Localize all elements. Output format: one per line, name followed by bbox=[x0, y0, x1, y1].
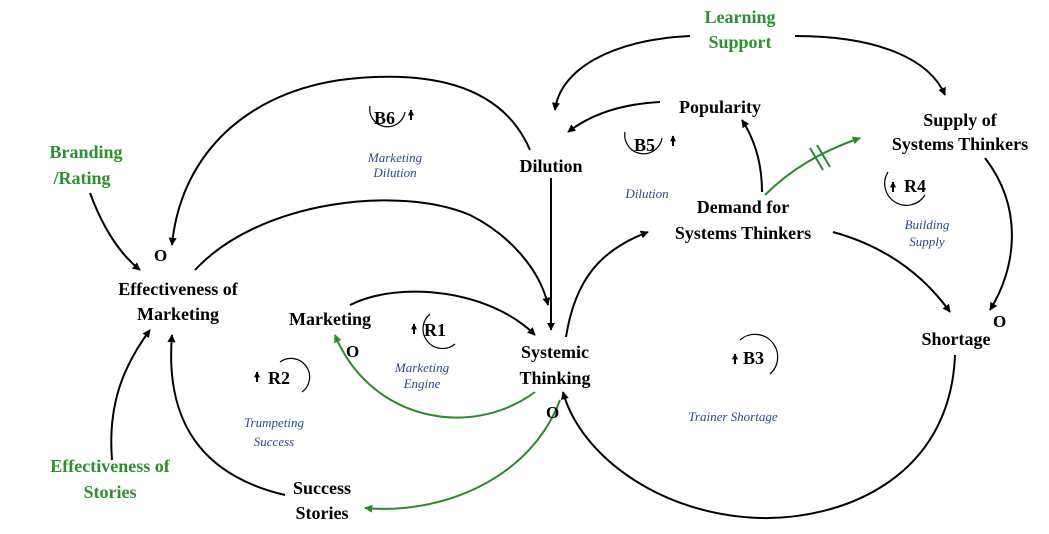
links bbox=[89, 35, 1013, 520]
loop-r1-name-1: Marketing bbox=[394, 360, 450, 375]
node-effectiveness-stories-line-1: Effectiveness of bbox=[50, 456, 170, 476]
loop-b3-id: B3 bbox=[743, 348, 764, 368]
link-supply-to-shortage bbox=[984, 157, 1013, 311]
loop-b6-name-1: Marketing bbox=[367, 150, 423, 165]
loop-b6-name-2: Dilution bbox=[372, 165, 416, 180]
link-marketing-to-systemic-thinking bbox=[349, 290, 536, 336]
loop-r2-name-1: Trumpeting bbox=[244, 415, 304, 430]
node-learning-support-line-1: Learning bbox=[704, 7, 775, 27]
node-marketing-line-1: Marketing bbox=[289, 309, 371, 329]
node-dilution-line-1: Dilution bbox=[519, 156, 582, 176]
link-success-stories-to-effectiveness-marketing bbox=[167, 334, 286, 496]
node-systemic-thinking-line-2: Thinking bbox=[519, 368, 590, 388]
link-systemic-thinking-to-success-stories bbox=[364, 399, 561, 513]
node-shortage: Shortage bbox=[922, 329, 991, 349]
loop-b3-arc bbox=[739, 333, 779, 375]
link-demand-to-supply bbox=[764, 136, 861, 196]
node-learning-support-line-2: Support bbox=[708, 32, 771, 52]
link-dilution-to-effectiveness-marketing bbox=[168, 75, 531, 246]
loop-r2-id: R2 bbox=[268, 368, 290, 388]
link-shortage-to-systemic-thinking bbox=[561, 354, 956, 520]
loop-r1-id: R1 bbox=[424, 320, 446, 340]
link-popularity-to-dilution bbox=[567, 101, 661, 133]
node-learning-support: Learning Support bbox=[704, 7, 775, 52]
node-effectiveness-marketing-line-2: Marketing bbox=[137, 304, 219, 324]
loop-b5-id: B5 bbox=[634, 135, 655, 155]
node-success-stories-line-1: Success bbox=[293, 478, 351, 498]
link-effectiveness-marketing-to-systemic-thinking bbox=[194, 199, 551, 306]
loop-r4-name-1: Building bbox=[905, 217, 950, 232]
link-branding-to-effectiveness-marketing bbox=[89, 192, 141, 271]
node-dilution: Dilution bbox=[519, 156, 582, 176]
node-systemic-thinking: Systemic Thinking bbox=[519, 342, 590, 388]
polarity-systemic-thinking: O bbox=[546, 403, 559, 422]
node-effectiveness-marketing: Effectiveness of Marketing bbox=[118, 279, 238, 324]
loop-r4-id: R4 bbox=[904, 176, 926, 196]
node-demand-line-1: Demand for bbox=[697, 197, 790, 217]
loop-b5-name: Dilution bbox=[624, 186, 668, 201]
polarity-effectiveness-marketing: O bbox=[154, 246, 167, 265]
loop-b3-name: Trainer Shortage bbox=[688, 409, 777, 424]
loop-r4: R4 Building Supply bbox=[884, 171, 950, 249]
node-shortage-line-1: Shortage bbox=[922, 329, 991, 349]
loop-r4-arc bbox=[884, 171, 926, 206]
node-demand: Demand for Systems Thinkers bbox=[675, 197, 811, 243]
node-marketing: Marketing bbox=[289, 309, 371, 329]
delay-mark-1 bbox=[809, 147, 824, 171]
node-popularity: Popularity bbox=[679, 97, 761, 117]
link-learning-support-to-supply bbox=[794, 35, 946, 96]
node-success-stories: Success Stories bbox=[293, 478, 351, 523]
link-systemic-thinking-to-demand bbox=[565, 230, 649, 338]
loop-r2-name-2: Success bbox=[254, 434, 294, 449]
loop-r1: R1 Marketing Engine bbox=[394, 313, 456, 391]
node-branding-line-1: Branding bbox=[49, 142, 122, 162]
node-popularity-line-1: Popularity bbox=[679, 97, 761, 117]
node-success-stories-line-2: Stories bbox=[296, 503, 349, 523]
node-effectiveness-stories-line-2: Stories bbox=[84, 482, 137, 502]
node-demand-line-2: Systems Thinkers bbox=[675, 223, 811, 243]
node-effectiveness-stories: Effectiveness of Stories bbox=[50, 456, 170, 502]
polarity-shortage: O bbox=[993, 312, 1006, 331]
loop-r1-arc bbox=[422, 313, 456, 350]
link-systemic-thinking-to-marketing bbox=[334, 334, 536, 419]
loop-b6: B6 Marketing Dilution bbox=[367, 105, 423, 180]
polarity-marketing: O bbox=[346, 342, 359, 361]
node-branding-line-2: /Rating bbox=[52, 168, 110, 188]
loop-r4-name-2: Supply bbox=[909, 234, 945, 249]
link-demand-to-popularity bbox=[741, 119, 763, 193]
node-systemic-thinking-line-1: Systemic bbox=[521, 342, 589, 362]
delay-mark-2 bbox=[816, 144, 831, 168]
loop-b5-arc bbox=[624, 131, 663, 155]
node-effectiveness-marketing-line-1: Effectiveness of bbox=[118, 279, 238, 299]
nodes: Learning Support Popularity Supply of Sy… bbox=[49, 7, 1028, 523]
link-learning-support-to-dilution bbox=[551, 35, 691, 111]
polarity-marks: O O O O bbox=[154, 246, 1006, 422]
loop-b3: B3 Trainer Shortage bbox=[688, 333, 779, 424]
loop-b5: B5 Dilution bbox=[624, 131, 676, 201]
loop-markers: B6 Marketing Dilution B5 Dilution R4 Bui… bbox=[244, 105, 950, 449]
node-supply-line-2: Systems Thinkers bbox=[892, 134, 1028, 154]
loop-r1-name-2: Engine bbox=[403, 376, 441, 391]
loop-r2-arc bbox=[279, 357, 311, 393]
loop-b6-id: B6 bbox=[374, 108, 395, 128]
node-supply: Supply of Systems Thinkers bbox=[892, 110, 1028, 154]
link-effectiveness-stories-to-effectiveness-marketing bbox=[110, 329, 151, 461]
node-supply-line-1: Supply of bbox=[923, 110, 998, 130]
loop-r2: R2 Trumpeting Success bbox=[244, 357, 311, 449]
loop-b6-arc bbox=[369, 105, 406, 128]
link-demand-to-shortage bbox=[832, 231, 951, 313]
node-branding: Branding /Rating bbox=[49, 142, 122, 188]
